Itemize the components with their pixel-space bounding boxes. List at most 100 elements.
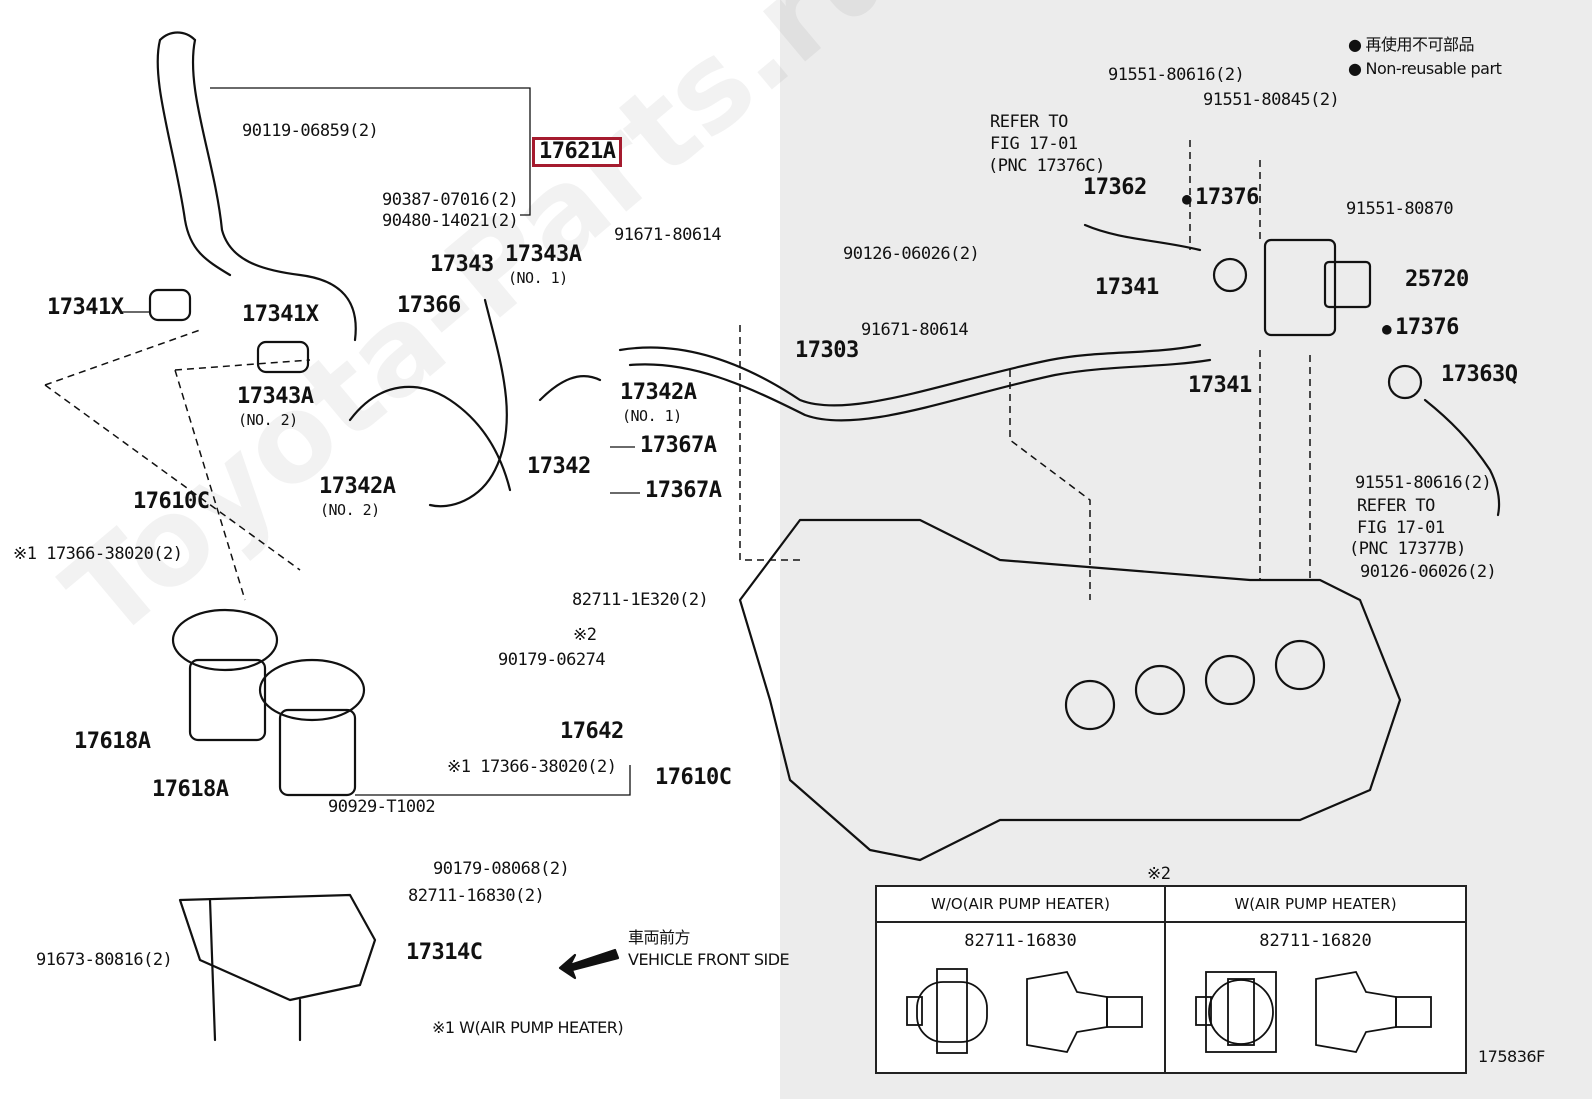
- label-17343[interactable]: 17343: [430, 252, 494, 277]
- label-17341X-1[interactable]: 17341X: [47, 295, 124, 320]
- label-90179-06274[interactable]: 90179-06274: [498, 650, 606, 670]
- refer-top-line2: FIG 17-01: [990, 134, 1078, 154]
- pipe-17621A-left: [156, 38, 232, 277]
- label-17366-38020-2[interactable]: ※1 17366-38020(2): [447, 757, 617, 777]
- pipe-17621A-right: [191, 38, 357, 342]
- table-part-82711-16820[interactable]: 82711-16820: [1259, 931, 1372, 951]
- table-header-with-heater: W(AIR PUMP HEATER): [1166, 887, 1465, 923]
- table-col-without-heater: W/O(AIR PUMP HEATER) 82711-16830: [877, 887, 1164, 1072]
- label-17341-2[interactable]: 17341: [1188, 373, 1252, 398]
- bracket-line-17610C: [355, 765, 631, 796]
- connector-16820-illustration: [1195, 970, 1432, 1054]
- label-17343A-1[interactable]: 17343A: [505, 242, 582, 267]
- label-17303[interactable]: 17303: [795, 338, 859, 363]
- label-17610C-2[interactable]: 17610C: [655, 765, 732, 790]
- table-part-82711-16830[interactable]: 82711-16830: [964, 931, 1077, 951]
- label-17367A-2[interactable]: 17367A: [645, 478, 722, 503]
- connector-table: W/O(AIR PUMP HEATER) 82711-16830 W(AIR P…: [875, 885, 1467, 1074]
- label-90126-2[interactable]: 90126-06026(2): [1360, 562, 1497, 582]
- label-91551-80616-1[interactable]: 91551-80616(2): [1108, 65, 1245, 85]
- bracket-17314C: [178, 893, 377, 1002]
- label-90119[interactable]: 90119-06859(2): [242, 121, 379, 141]
- label-17621A[interactable]: 17621A: [532, 137, 623, 167]
- label-91671-2[interactable]: 91671-80614: [861, 320, 969, 340]
- label-91551-80616-2[interactable]: 91551-80616(2): [1355, 473, 1492, 493]
- refer-bottom-line2: FIG 17-01: [1357, 518, 1445, 538]
- label-90387[interactable]: 90387-07016(2): [382, 190, 519, 210]
- air-pump-2-head: [258, 658, 366, 722]
- label-17366[interactable]: 17366: [397, 293, 461, 318]
- label-17362[interactable]: 17362: [1083, 175, 1147, 200]
- label-17341X-2[interactable]: 17341X: [242, 302, 319, 327]
- label-25720[interactable]: 25720: [1405, 267, 1469, 292]
- label-17341-1[interactable]: 17341: [1095, 275, 1159, 300]
- pipe-17363Q: [1423, 398, 1501, 517]
- label-17618A-2[interactable]: 17618A: [152, 777, 229, 802]
- pipe-17303: [618, 343, 1202, 407]
- engine-cylinder-2: [1134, 664, 1186, 716]
- legend-en: Non-reusable part: [1348, 59, 1501, 79]
- label-17343A-2[interactable]: 17343A: [237, 384, 314, 409]
- table-header-without-heater: W/O(AIR PUMP HEATER): [877, 887, 1164, 923]
- hose-17341X-mid: [256, 340, 310, 374]
- pipe-17303-lower: [628, 358, 1212, 422]
- label-90480[interactable]: 90480-14021(2): [382, 211, 519, 231]
- refer-bottom-line3: (PNC 17377B): [1349, 539, 1466, 559]
- label-17366-38020-1[interactable]: ※1 17366-38020(2): [13, 544, 183, 564]
- label-82711-16830[interactable]: 82711-16830(2): [408, 886, 545, 906]
- label-17376-1[interactable]: 17376: [1182, 187, 1259, 209]
- pipe-17362: [1083, 223, 1202, 252]
- valve-25720-actuator: [1323, 260, 1372, 309]
- engine-cylinder-4: [1274, 639, 1326, 691]
- legend-jp: 再使用不可部品: [1348, 35, 1474, 55]
- engine-cylinder-3: [1204, 654, 1256, 706]
- label-90929[interactable]: 90929-T1002: [328, 797, 436, 817]
- refer-top-line3: (PNC 17376C): [988, 156, 1105, 176]
- hose-17343: [428, 298, 508, 508]
- label-17343A-1-sub: (NO. 1): [508, 269, 568, 287]
- label-90126-1[interactable]: 90126-06026(2): [843, 244, 980, 264]
- label-91673[interactable]: 91673-80816(2): [36, 950, 173, 970]
- label-17342[interactable]: 17342: [527, 454, 591, 479]
- label-90179-08068[interactable]: 90179-08068(2): [433, 859, 570, 879]
- dashed-leader-1: [44, 329, 301, 571]
- dashed-leader-3: [739, 325, 800, 561]
- label-17342A-2[interactable]: 17342A: [319, 474, 396, 499]
- label-91551-80870[interactable]: 91551-80870: [1346, 199, 1454, 219]
- hose-17341X-left: [148, 288, 192, 322]
- label-17342A-2-sub: (NO. 2): [320, 501, 380, 519]
- label-17610C-1[interactable]: 17610C: [133, 489, 210, 514]
- table-divider: [1164, 887, 1166, 1072]
- label-17376-2[interactable]: 17376: [1382, 317, 1459, 339]
- label-17342A-1[interactable]: 17342A: [620, 380, 697, 405]
- table-col-with-heater: W(AIR PUMP HEATER) 82711-16820: [1166, 887, 1465, 1072]
- dashed-leader-4: [1009, 370, 1091, 600]
- label-82711-1E320[interactable]: 82711-1E320(2): [572, 590, 709, 610]
- bracket-line-17621A: [210, 87, 531, 216]
- valve-25720-body: [1263, 238, 1337, 337]
- label-17314C[interactable]: 17314C: [406, 940, 483, 965]
- label-note-2: ※2: [573, 625, 597, 645]
- gasket-17376-bottom: [1387, 364, 1423, 400]
- label-17642[interactable]: 17642: [560, 719, 624, 744]
- air-pump-2-body: [278, 708, 357, 797]
- label-91671-1[interactable]: 91671-80614: [614, 225, 722, 245]
- engine-outline: [738, 518, 1402, 862]
- bracket-17314C-leg: [208, 898, 302, 1042]
- label-17363Q[interactable]: 17363Q: [1441, 362, 1518, 387]
- label-17367A-1[interactable]: 17367A: [640, 433, 717, 458]
- hose-17342-upper: [538, 375, 602, 402]
- table-mark: ※2: [1147, 864, 1171, 884]
- pipe-17621A-bend: [158, 31, 197, 42]
- direction-en: VEHICLE FRONT SIDE: [628, 950, 790, 969]
- footnote-1: ※1 W(AIR PUMP HEATER): [432, 1018, 624, 1037]
- connector-16830-illustration: [906, 968, 1143, 1054]
- engine-cylinder-1: [1064, 679, 1116, 731]
- label-17618A-1[interactable]: 17618A: [74, 729, 151, 754]
- label-17343A-2-sub: (NO. 2): [238, 411, 298, 429]
- refer-bottom-line1: REFER TO: [1357, 496, 1435, 516]
- label-91551-80845[interactable]: 91551-80845(2): [1203, 90, 1340, 110]
- refer-top-line1: REFER TO: [990, 112, 1068, 132]
